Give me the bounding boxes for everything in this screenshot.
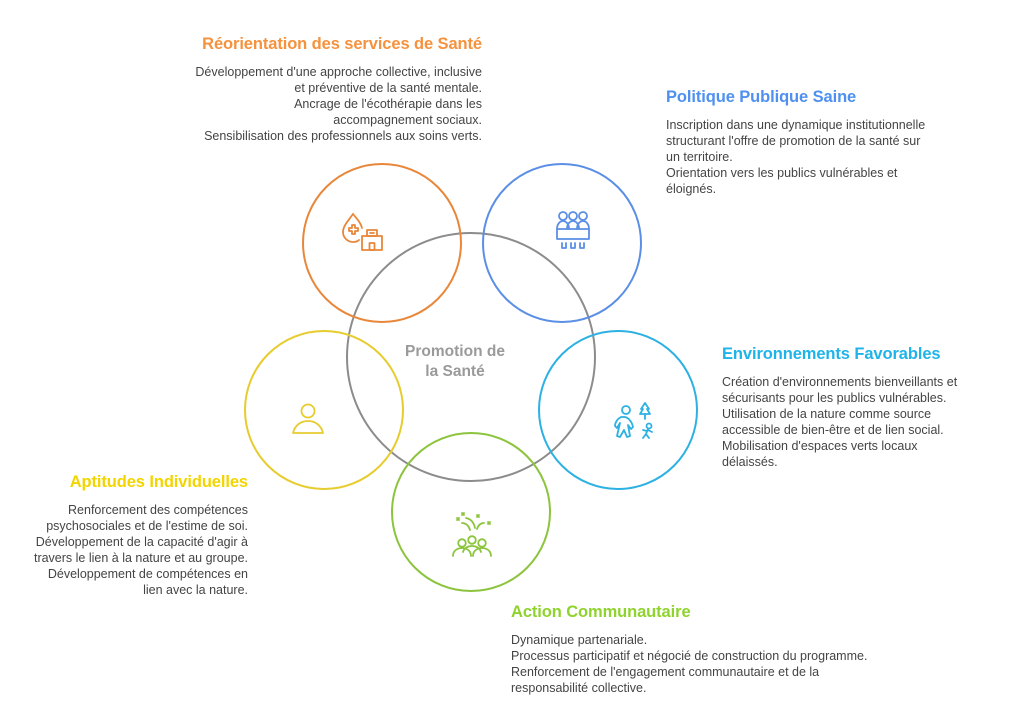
section-title: Action Communautaire (511, 603, 691, 621)
section-description: Développement d'une approche collective,… (195, 65, 482, 143)
circle-reorientation (302, 163, 462, 323)
health-drop-hospital-icon (342, 213, 383, 251)
center-circle (346, 232, 596, 482)
section-aptitudes: Aptitudes Individuelles Renforcement des… (0, 473, 248, 598)
section-title: Politique Publique Saine (666, 88, 857, 106)
circle-politique (482, 163, 642, 323)
section-action: Action Communautaire Dynamique partenari… (511, 603, 951, 696)
person-icon (292, 403, 324, 434)
council-meeting-icon (556, 211, 590, 249)
section-title: Réorientation des services de Santé (202, 35, 482, 53)
section-politique: Politique Publique Saine Inscription dan… (666, 88, 986, 197)
section-description: Inscription dans une dynamique instituti… (666, 118, 926, 196)
section-description: Renforcement des compétences psychosocia… (33, 503, 248, 597)
family-nature-walk-icon (614, 402, 653, 439)
section-description: Création d'environnements bienveillants … (722, 375, 958, 469)
circle-action (391, 432, 551, 592)
section-reorientation: Réorientation des services de Santé Déve… (150, 35, 482, 144)
circle-environnements (538, 330, 698, 490)
section-title: Environnements Favorables (722, 345, 941, 363)
section-environnements: Environnements Favorables Création d'env… (722, 345, 1012, 470)
circle-aptitudes (244, 330, 404, 490)
section-title: Aptitudes Individuelles (69, 473, 248, 491)
section-description: Dynamique partenariale. Processus partic… (511, 633, 868, 695)
center-label: Promotion de la Santé (405, 343, 505, 380)
community-celebration-icon (452, 512, 492, 557)
